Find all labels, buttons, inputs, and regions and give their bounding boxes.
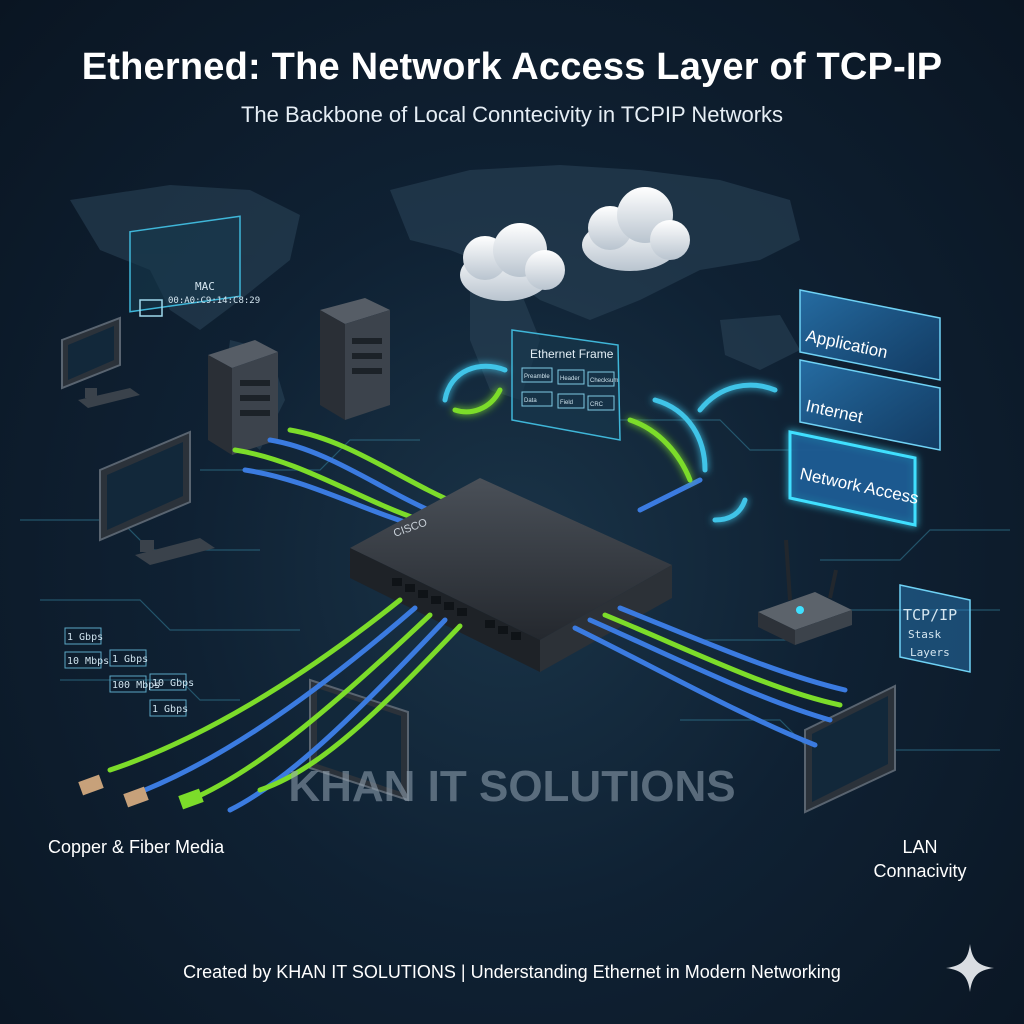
caption-lan-line1: LAN bbox=[902, 837, 938, 857]
frame-cell: CRC bbox=[590, 402, 604, 408]
footer-credit: Created by KHAN IT SOLUTIONS | Understan… bbox=[183, 962, 841, 982]
frame-cell: Header bbox=[560, 376, 580, 382]
monitor-icon bbox=[99, 430, 215, 565]
stack-box-line3: Layers bbox=[910, 646, 950, 659]
speed-label: 10 Gbps bbox=[152, 678, 194, 689]
cables-upper bbox=[232, 427, 703, 533]
speed-label: 1 Gbps bbox=[152, 704, 188, 715]
caption-lan: LAN Connacivity bbox=[850, 835, 990, 883]
frame-cell: Data bbox=[524, 398, 537, 404]
monitor-icon bbox=[61, 316, 140, 408]
frame-cell: Checksum bbox=[590, 378, 618, 384]
sparkle-icon bbox=[946, 944, 994, 992]
flow-arrows bbox=[442, 363, 778, 523]
server-icon bbox=[208, 340, 278, 455]
frame-cell: Preamble bbox=[524, 374, 550, 380]
rj45-connector bbox=[78, 774, 204, 810]
stack-box-line1: TCP/IP bbox=[903, 606, 958, 624]
frame-cell: Field bbox=[560, 400, 573, 406]
stack-box-line2: Stask bbox=[908, 628, 942, 641]
tcpip-stack-box bbox=[899, 584, 971, 673]
switch-icon: CISCO bbox=[350, 478, 672, 672]
speed-labels: 1 Gbps 10 Mbps 1 Gbps 100 Mbps 10 Gbps 1… bbox=[64, 627, 194, 717]
caption-media: Copper & Fiber Media bbox=[48, 837, 225, 857]
watermark: KHAN IT SOLUTIONS bbox=[288, 762, 736, 811]
monitor-icon bbox=[309, 678, 409, 802]
caption-lan-line2: Connacivity bbox=[873, 861, 967, 881]
mac-address: 00:A0:C9:14:C8:29 bbox=[168, 296, 260, 306]
router-icon bbox=[758, 539, 852, 645]
speed-label: 10 Mbps bbox=[67, 656, 109, 667]
mac-address-panel: MAC 00:A0:C9:14:C8:29 bbox=[129, 215, 260, 317]
page-subtitle: The Backbone of Local Conntecivity in TC… bbox=[240, 102, 784, 127]
cloud-icon bbox=[460, 223, 565, 301]
cloud-icon bbox=[582, 187, 690, 271]
page-title: Etherned: The Network Access Layer of TC… bbox=[81, 46, 943, 88]
server-icon bbox=[320, 298, 390, 420]
monitor-icon bbox=[804, 684, 896, 814]
speed-label: 1 Gbps bbox=[112, 654, 148, 665]
ethernet-frame-panel: Ethernet Frame Preamble Header Checksum … bbox=[511, 329, 621, 441]
world-map bbox=[70, 165, 800, 450]
tcpip-layer-stack bbox=[788, 289, 941, 527]
mac-label: MAC bbox=[195, 280, 215, 293]
speed-label: 100 Mbps bbox=[112, 680, 160, 691]
frame-title: Ethernet Frame bbox=[530, 347, 614, 361]
speed-label: 1 Gbps bbox=[67, 632, 103, 643]
cables-lower bbox=[107, 597, 848, 813]
